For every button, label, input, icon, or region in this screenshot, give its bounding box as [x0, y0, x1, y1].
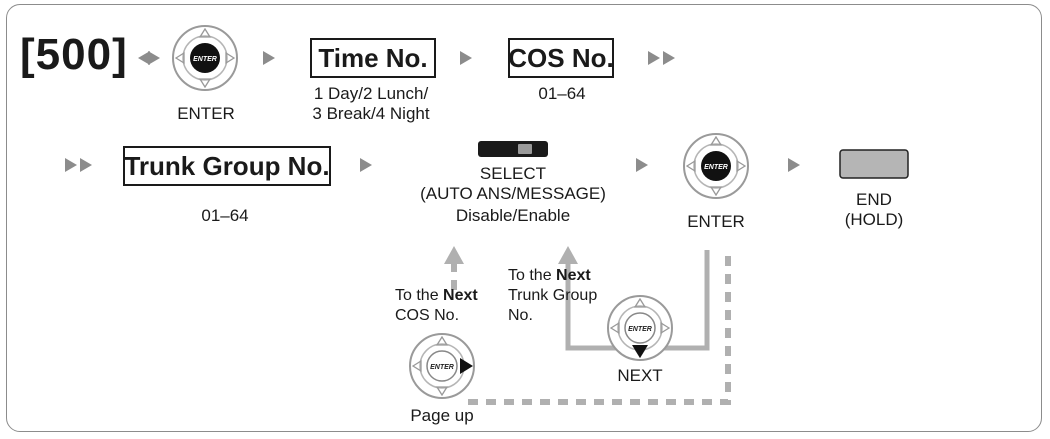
next-trunk-label: To the Next [508, 266, 591, 285]
flow-arrow [460, 51, 472, 65]
next-trunk-line2: Trunk Group [508, 287, 598, 304]
next-cos-label: To the Next [395, 286, 478, 305]
next-cos-loop-line [460, 256, 731, 405]
enter-label: ENTER [687, 212, 745, 231]
next-cos-arrowhead [444, 246, 464, 264]
select-button-icon[interactable] [478, 141, 548, 157]
next-trunk-arrowhead [558, 246, 578, 264]
flow-arrow [648, 51, 660, 65]
cos-range: 01–64 [538, 84, 586, 103]
next-trunk-line3: No. [508, 307, 533, 324]
time-no-box[interactable]: Time No. [310, 38, 436, 78]
feature-code: [500] [20, 30, 128, 79]
enter-label: ENTER [177, 104, 235, 123]
flow-arrow [80, 158, 92, 172]
flow-arrow [65, 158, 77, 172]
pad-text: ENTER [628, 326, 652, 333]
pad-text: ENTER [430, 364, 454, 371]
next-label: NEXT [617, 366, 663, 385]
next-navpad-icon[interactable]: ENTER [607, 295, 673, 361]
next-cos-prefix: To the [395, 287, 444, 304]
end-label: END [856, 190, 892, 209]
flow-arrow [138, 51, 150, 65]
next-trunk-prefix: To the [508, 267, 557, 284]
flow-arrow [360, 158, 372, 172]
enter-navpad-icon[interactable]: ENTER [683, 133, 749, 199]
page-up-label: Page up [410, 406, 474, 425]
next-cos-bold: Next [443, 287, 478, 304]
flow-arrow [663, 51, 675, 65]
hold-label: (HOLD) [844, 210, 904, 229]
cos-no-box[interactable]: COS No. [508, 38, 614, 78]
flow-arrow [148, 51, 160, 65]
pad-text: ENTER [704, 164, 728, 171]
enter-navpad-icon[interactable]: ENTER [172, 25, 238, 91]
end-hold-button-icon[interactable] [839, 149, 909, 179]
select-mode-label: (AUTO ANS/MESSAGE) [420, 184, 606, 203]
time-desc-line1: 1 Day/2 Lunch/ [313, 84, 429, 103]
next-trunk-bold: Next [556, 267, 591, 284]
flow-arrow [263, 51, 275, 65]
trunk-group-no-box[interactable]: Trunk Group No. [123, 146, 331, 186]
time-desc-line2: 3 Break/4 Night [312, 104, 430, 123]
page-up-navpad-icon[interactable]: ENTER [409, 333, 475, 399]
pad-text: ENTER [193, 56, 217, 63]
next-cos-line2: COS No. [395, 307, 460, 324]
select-values-label: Disable/Enable [455, 206, 571, 225]
diagram-frame [6, 4, 1042, 432]
flow-arrow [788, 158, 800, 172]
trunk-range: 01–64 [201, 206, 249, 225]
flow-arrow [636, 158, 648, 172]
select-label: SELECT [479, 164, 547, 183]
